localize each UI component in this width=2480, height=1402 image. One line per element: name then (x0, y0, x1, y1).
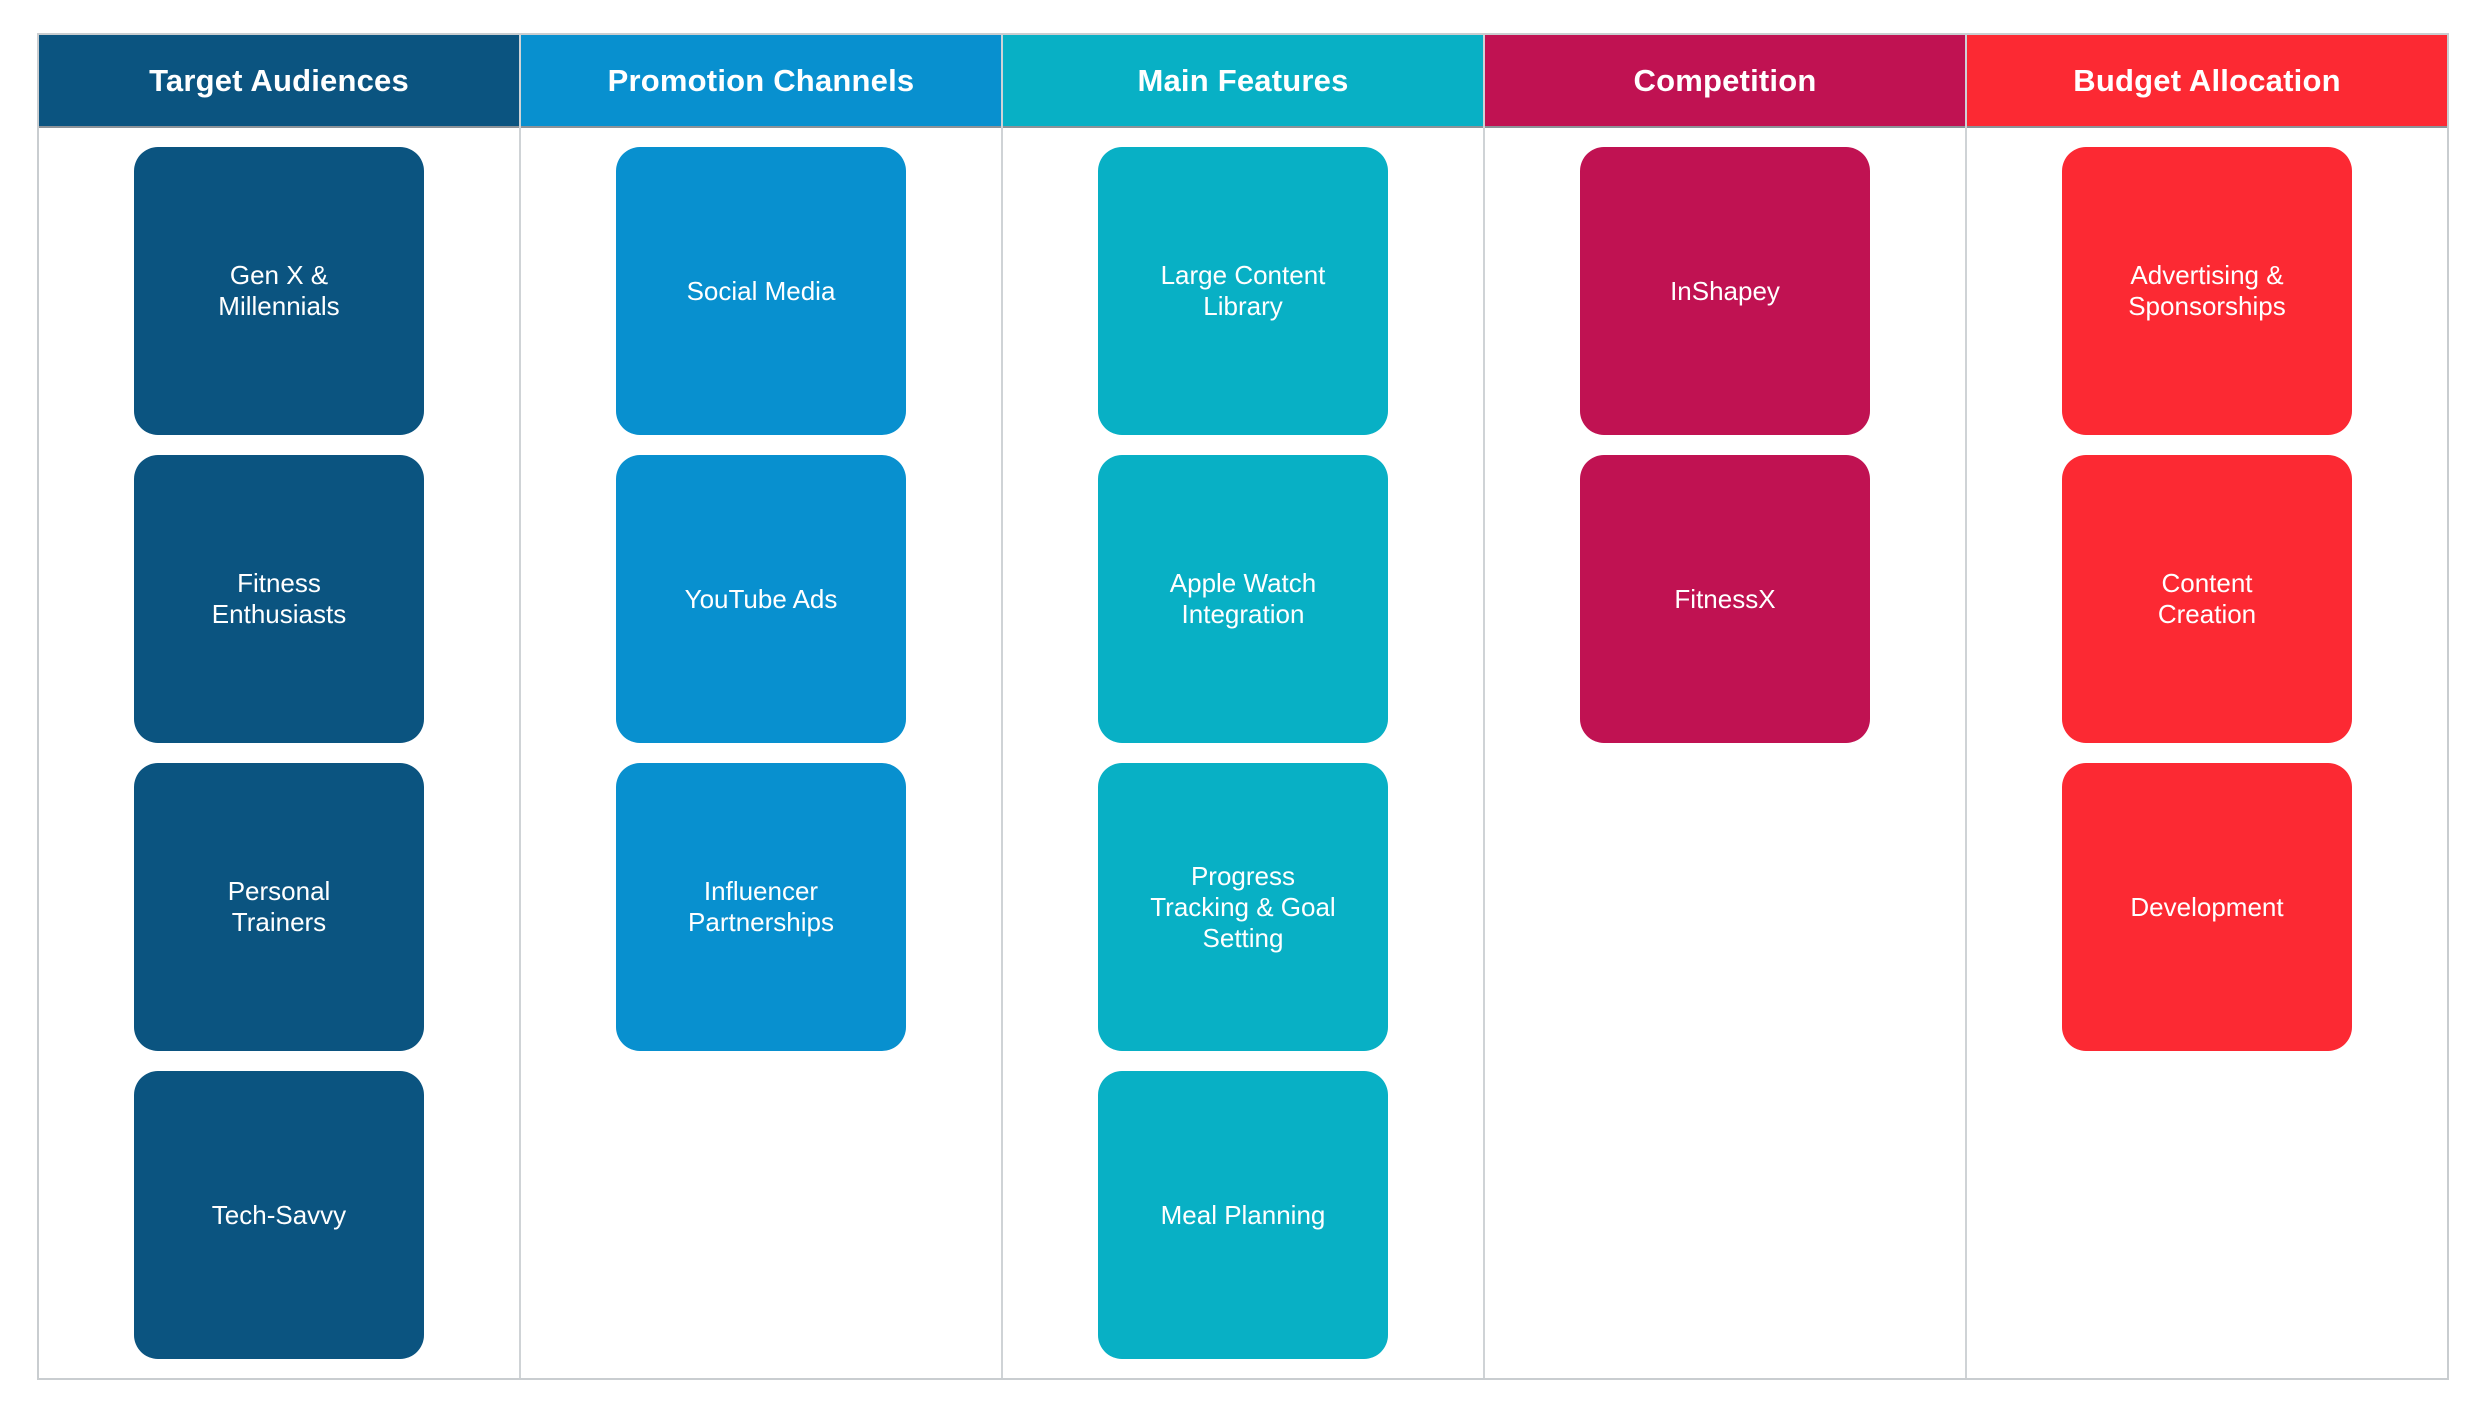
card-apple-watch-integration[interactable]: Apple Watch Integration (1098, 455, 1388, 743)
column-header-budget-allocation[interactable]: Budget Allocation (1967, 35, 2447, 128)
card-youtube-ads[interactable]: YouTube Ads (616, 455, 906, 743)
card-personal-trainers[interactable]: Personal Trainers (134, 763, 424, 1051)
column-header-competition[interactable]: Competition (1485, 35, 1965, 128)
card-fitness-enthusiasts[interactable]: Fitness Enthusiasts (134, 455, 424, 743)
card-tech-savvy[interactable]: Tech-Savvy (134, 1071, 424, 1359)
card-meal-planning[interactable]: Meal Planning (1098, 1071, 1388, 1359)
column-header-main-features[interactable]: Main Features (1003, 35, 1483, 128)
card-development[interactable]: Development (2062, 763, 2352, 1051)
column-header-target-audiences[interactable]: Target Audiences (39, 35, 519, 128)
card-social-media[interactable]: Social Media (616, 147, 906, 435)
card-fitnessx[interactable]: FitnessX (1580, 455, 1870, 743)
column-header-promotion-channels[interactable]: Promotion Channels (521, 35, 1001, 128)
card-inshapey[interactable]: InShapey (1580, 147, 1870, 435)
card-large-content-library[interactable]: Large Content Library (1098, 147, 1388, 435)
card-influencer-partnerships[interactable]: Influencer Partnerships (616, 763, 906, 1051)
card-gen-x-millennials[interactable]: Gen X & Millennials (134, 147, 424, 435)
card-advertising-sponsorships[interactable]: Advertising & Sponsorships (2062, 147, 2352, 435)
card-content-creation[interactable]: Content Creation (2062, 455, 2352, 743)
card-progress-tracking-goal-setting[interactable]: Progress Tracking & Goal Setting (1098, 763, 1388, 1051)
